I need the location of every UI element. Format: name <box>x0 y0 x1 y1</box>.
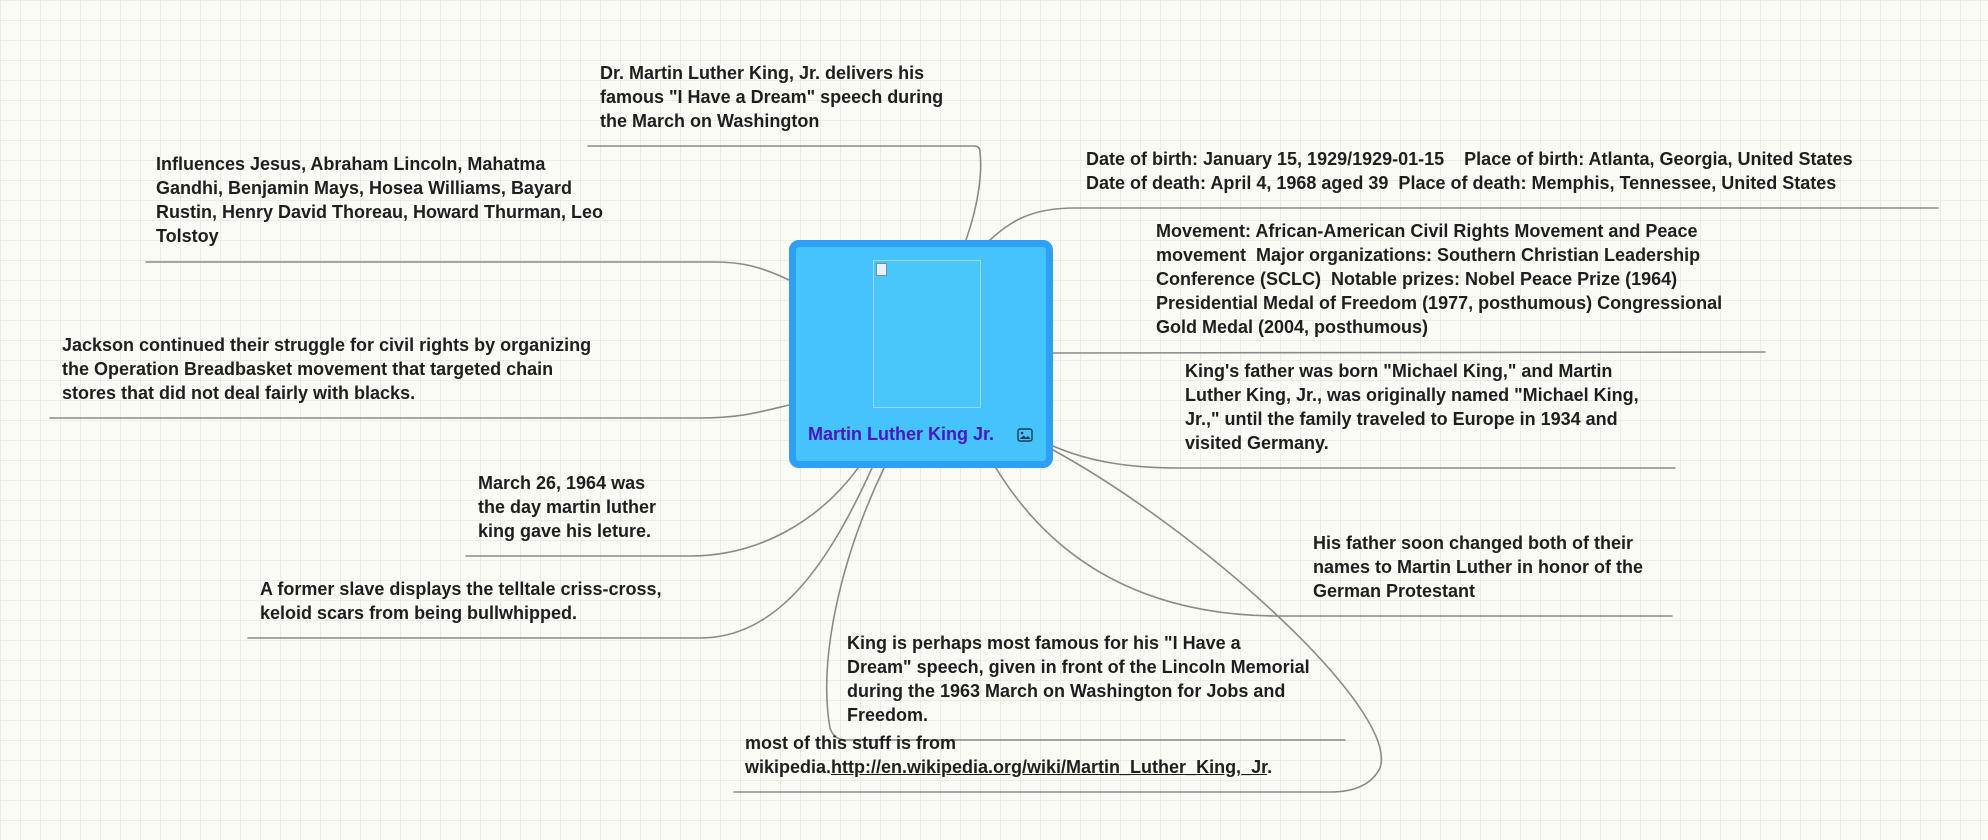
connector-influences <box>145 261 790 281</box>
topic-source[interactable]: most of this stuff is from wikipedia.htt… <box>745 731 1272 779</box>
topic-father-name[interactable]: King's father was born "Michael King," a… <box>1185 361 1639 453</box>
topic-dream-speech[interactable]: Dr. Martin Luther King, Jr. delivers his… <box>600 63 944 131</box>
connector-birth-death <box>989 207 1939 241</box>
connector-movement <box>1052 351 1766 354</box>
connector-breadbasket <box>49 404 790 419</box>
connector-source <box>733 449 1383 793</box>
topic-slave[interactable]: A former slave displays the telltale cri… <box>260 579 662 623</box>
topic-breadbasket[interactable]: Jackson continued their struggle for civ… <box>62 335 592 403</box>
broken-image-icon <box>876 263 887 276</box>
topic-changed-names[interactable]: His father soon changed both of their na… <box>1313 533 1643 601</box>
connector-dream-speech <box>587 145 982 241</box>
source-end: . <box>1267 757 1273 777</box>
connector-father-name <box>1052 445 1676 469</box>
connector-famous <box>825 467 1346 741</box>
topic-famous[interactable]: King is perhaps most famous for his "I H… <box>847 633 1310 725</box>
central-topic-title: Martin Luther King Jr. <box>808 424 995 444</box>
topic-influences[interactable]: Influences Jesus, Abraham Lincoln, Mahat… <box>156 154 604 246</box>
connector-slave <box>247 467 873 639</box>
image-icon[interactable] <box>1017 428 1033 442</box>
connector-changed-names <box>995 467 1673 617</box>
topic-lecture[interactable]: March 26, 1964 was the day martin luther… <box>478 473 657 541</box>
wikipedia-link[interactable]: http://en.wikipedia.org/wiki/Martin_Luth… <box>831 757 1268 777</box>
connector-lecture <box>465 467 859 557</box>
topic-movement[interactable]: Movement: African-American Civil Rights … <box>1156 221 1723 337</box>
central-topic[interactable]: Martin Luther King Jr. <box>789 240 1053 468</box>
topic-birth-death[interactable]: Date of birth: January 15, 1929/1929-01-… <box>1086 149 1853 193</box>
source-text: most of this stuff is from wikipedia. <box>745 733 956 777</box>
central-broken-image <box>873 260 981 408</box>
